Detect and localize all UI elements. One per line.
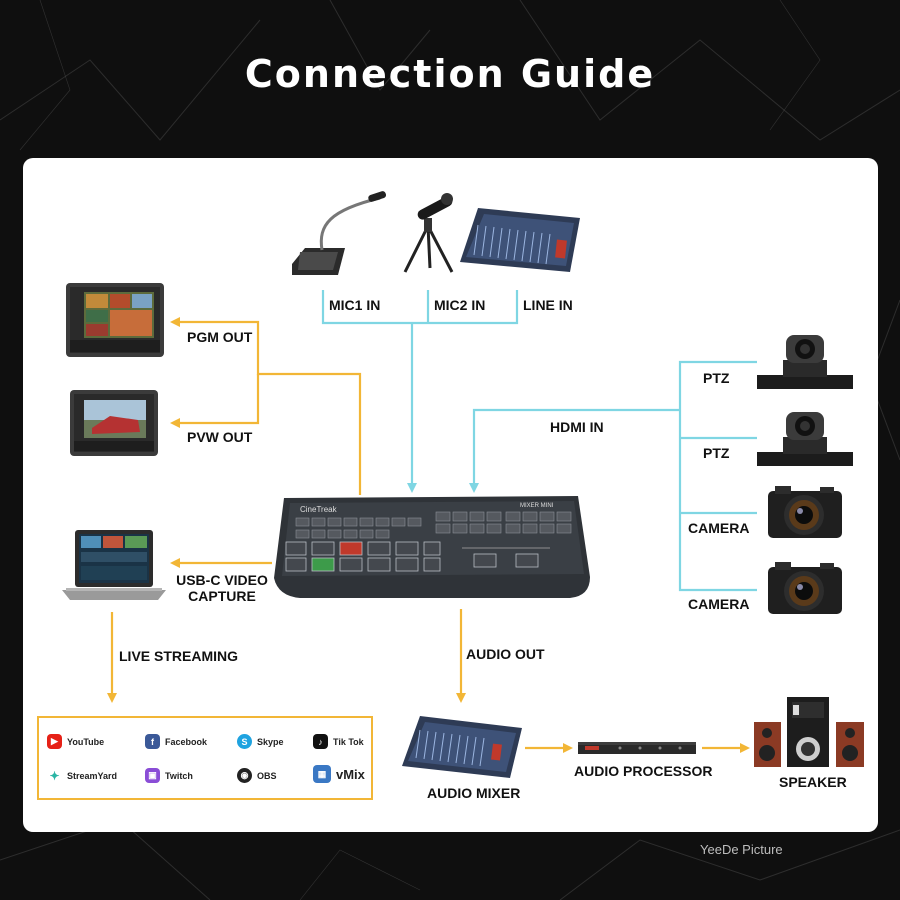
tripod-microphone-icon [403,193,454,273]
skype-icon: S [237,734,252,749]
platform-label: OBS [257,770,277,781]
svg-text:CineTreak: CineTreak [300,505,338,514]
obs-icon: ◉ [237,768,252,783]
mixing-console-icon [460,208,580,272]
platform-label: YouTube [67,736,105,747]
ptz-camera-icon [757,412,853,466]
camera-label: CAMERA [688,520,750,536]
mic1-in-label: MIC1 IN [329,297,381,313]
platform-label: StreamYard [67,770,118,781]
ptz-camera-icon [757,335,853,389]
streaming-platforms-box: ▶ YouTube f Facebook S Skype ♪ Tik Tok ✦… [37,716,373,800]
video-switcher-icon: CineTreak MIXER MINI [274,496,590,598]
watermark: YeeDe Picture [700,842,783,857]
speaker-label: SPEAKER [779,774,847,790]
audio-out-label: AUDIO OUT [466,646,545,662]
audio-mixer-icon [402,716,522,778]
platform-vmix: ▦ vMix [313,765,365,783]
facebook-icon: f [145,734,160,749]
mic2-in-label: MIC2 IN [434,297,486,313]
live-streaming-label: LIVE STREAMING [119,648,239,664]
platform-skype: S Skype [237,734,284,749]
platform-label: vMix [336,766,365,782]
laptop-icon [62,530,166,600]
camera-label: CAMERA [688,596,750,612]
ptz-label: PTZ [703,445,730,461]
streamyard-icon: ✦ [47,768,62,783]
camera-icon [768,562,842,614]
pgm-monitor-icon [66,283,164,357]
platform-label: Facebook [165,736,208,747]
audio-mixer-label: AUDIO MIXER [427,785,521,801]
usbc-label-line2: CAPTURE [188,588,256,604]
audio-processor-label: AUDIO PROCESSOR [574,763,713,779]
usbc-video-capture-label: USB-C VIDEO CAPTURE [170,572,274,604]
line-in-label: LINE IN [523,297,573,313]
output-connector-lines [107,317,750,753]
svg-text:MIXER MINI: MIXER MINI [520,503,554,509]
audio-processor-icon [578,742,696,754]
platform-label: Tik Tok [333,736,364,747]
platform-tiktok: ♪ Tik Tok [313,734,364,749]
platform-youtube: ▶ YouTube [47,734,104,749]
platform-streamyard: ✦ StreamYard [47,768,117,783]
gooseneck-microphone-icon [292,191,387,275]
pvw-out-label: PVW OUT [187,429,253,445]
hdmi-in-label: HDMI IN [550,419,604,435]
platform-facebook: f Facebook [145,734,207,749]
usbc-label-line1: USB-C VIDEO [176,572,268,588]
camera-icon [768,486,842,538]
speaker-icon [754,697,864,767]
page-title: Connection Guide [244,52,656,96]
platform-twitch: ▣ Twitch [145,768,193,783]
hdmi-connector-lines [469,360,757,592]
mic-connector-lines [321,290,519,493]
pgm-out-label: PGM OUT [187,329,253,345]
ptz-label: PTZ [703,370,730,386]
youtube-icon: ▶ [47,734,62,749]
platform-label: Skype [257,736,284,747]
vmix-icon: ▦ [313,765,331,783]
platform-label: Twitch [165,770,193,781]
twitch-icon: ▣ [145,768,160,783]
tiktok-icon: ♪ [313,734,328,749]
platform-obs: ◉ OBS [237,768,277,783]
pvw-monitor-icon [70,390,158,456]
